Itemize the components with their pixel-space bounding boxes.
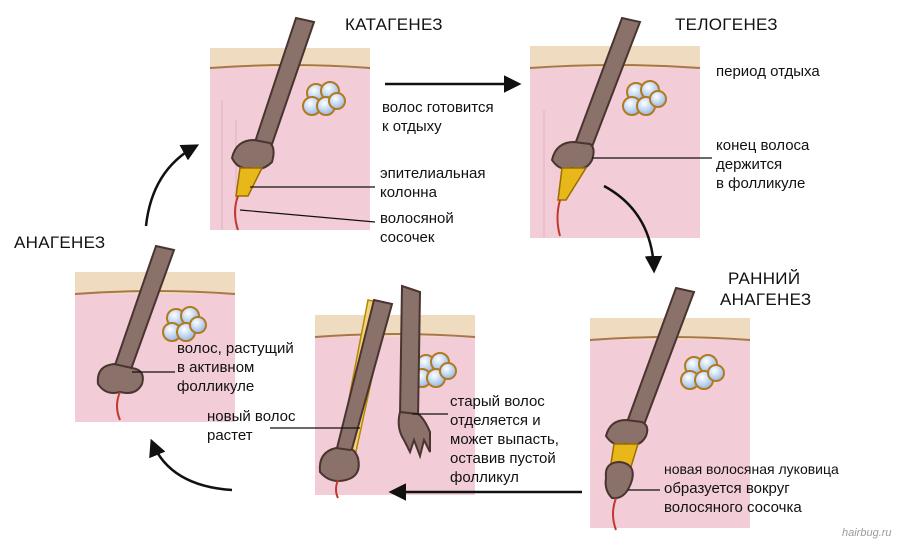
epithelial-label-line1: эпителиальная (380, 165, 486, 182)
anagen-panel (74, 244, 236, 422)
old-hair-label-line2: отделяется и (450, 412, 541, 429)
leader-papilla (239, 209, 376, 223)
dermal-papilla (335, 479, 339, 499)
epithelial-column (235, 167, 264, 197)
old-hair-label-line3: может выпасть, (450, 431, 559, 448)
new-hair-label-line1: новый волос (207, 408, 296, 425)
watermark: hairbug.ru (842, 527, 892, 539)
telogen-title: ТЕЛОГЕНЕЗ (675, 15, 778, 34)
bulb-label-line1: новая волосяная луковица (664, 461, 839, 477)
end-label-line1: конец волоса (716, 137, 810, 154)
old-hair-label-line5: фолликул (450, 469, 519, 486)
arrow-anagen-to-catagen (144, 144, 200, 227)
club-end (230, 138, 275, 171)
old-hair-label-line4: оставив пустой (450, 450, 556, 467)
new-hair-bulb (604, 460, 634, 500)
new-hair-bulb (318, 446, 360, 482)
bulb-label-line3: волосяного сосочка (664, 499, 802, 516)
bulb-label-line2: образуется вокруг (664, 480, 790, 497)
telogen-panel (529, 16, 701, 238)
sebaceous-gland (162, 306, 207, 342)
end-label-line3: в фолликуле (716, 175, 805, 192)
rest-label-line2: к отдыху (382, 118, 442, 135)
early-anagen-panel (589, 286, 751, 531)
papilla-label-line1: волосяной (380, 210, 454, 227)
epidermis-layer (315, 315, 475, 337)
early-anagen-title-line2: АНАГЕНЕЗ (720, 290, 811, 309)
end-label-line2: держится (716, 156, 782, 173)
club-end (604, 418, 649, 446)
sebaceous-gland (622, 80, 667, 116)
old-hair-label-line1: старый волос (450, 393, 545, 410)
dermal-papilla (234, 195, 239, 231)
leader-lines (132, 157, 712, 491)
growing-label-line2: в активном (177, 359, 254, 376)
cycle-arrows (144, 75, 663, 501)
dermal-papilla (612, 497, 617, 531)
growing-label-line1: волос, растущий (177, 340, 294, 357)
arrow-telogen-to-early-anagen (603, 184, 663, 274)
hair-bulb (96, 362, 144, 394)
growing-label-line3: фолликуле (177, 378, 254, 395)
sebaceous-gland (680, 354, 725, 390)
rest-period-label: период отдыха (716, 63, 820, 80)
old-hair-shaft (398, 284, 422, 422)
anagen-title: АНАГЕНЕЗ (14, 233, 105, 252)
sebaceous-gland (302, 81, 346, 116)
papilla-label-line2: сосочек (380, 229, 435, 246)
rest-label-line1: волос готовится (382, 99, 494, 116)
epithelial-label-line2: колонна (380, 184, 438, 201)
dermal-papilla (556, 199, 561, 237)
catagen-panel (209, 16, 371, 231)
arrow-shedding-to-anagen (149, 438, 233, 492)
new-hair-label-line2: растет (207, 427, 253, 444)
early-anagen-title-line1: РАННИЙ (728, 269, 800, 288)
old-hair-root (397, 410, 431, 460)
epithelial-column (557, 167, 588, 201)
catagen-title: КАТАГЕНЕЗ (345, 15, 443, 34)
dermal-papilla (116, 391, 121, 421)
